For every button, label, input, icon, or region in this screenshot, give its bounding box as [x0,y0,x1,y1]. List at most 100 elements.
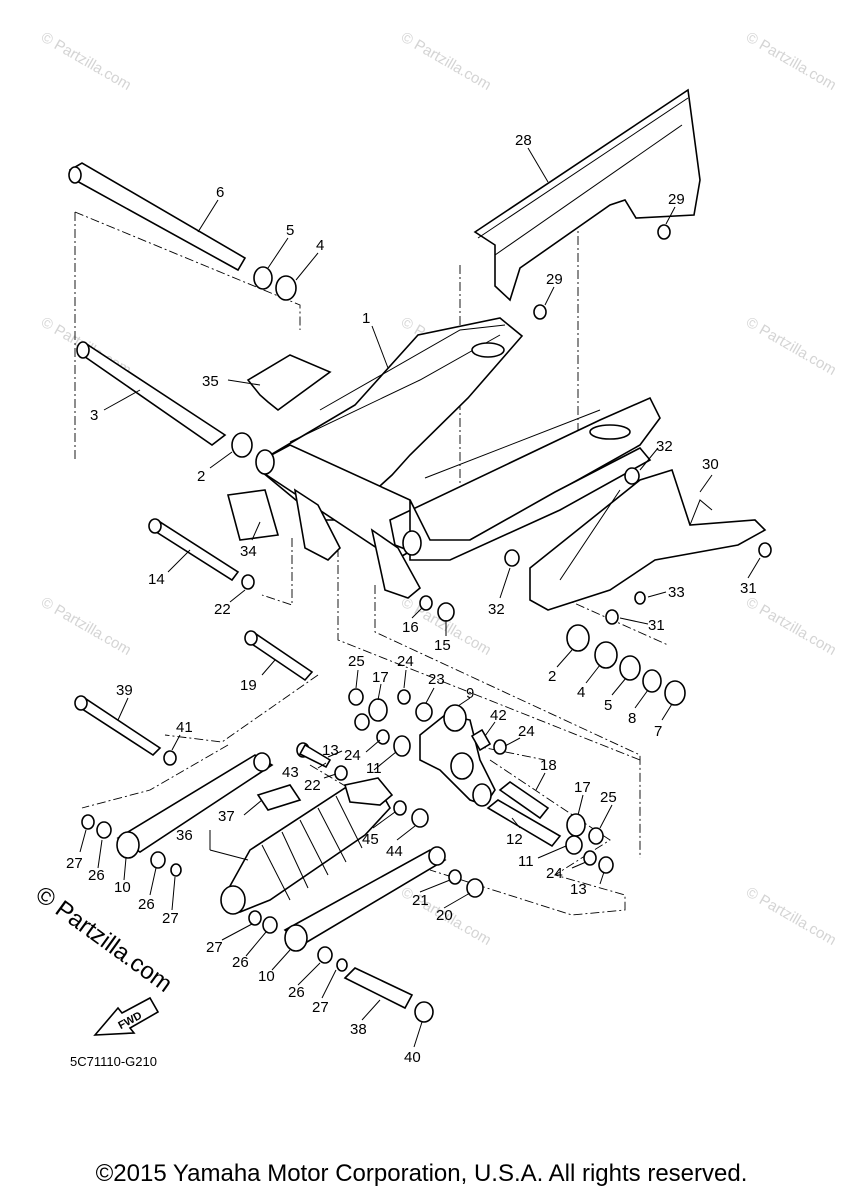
callout-26: 26 [232,954,249,971]
rear-shock-absorber [220,777,394,915]
bolt [657,224,671,240]
callout-11: 11 [518,853,534,870]
callout-15: 15 [434,637,451,654]
collar [226,489,280,541]
washer [619,655,641,681]
callout-31: 31 [740,580,757,597]
callout-5: 5 [604,697,612,714]
leader-lines [79,147,761,1048]
bearing [262,916,278,934]
bearing [393,735,411,757]
bearing [565,835,583,855]
watermark: © Partzilla.com [743,594,839,659]
nut [411,808,429,828]
watermark: © Partzilla.com [743,884,839,949]
callout-18: 18 [540,757,557,774]
callout-32: 32 [656,438,673,455]
callout-36: 36 [176,827,193,844]
spacer-tube [76,344,227,446]
washer [493,739,507,755]
callout-17: 17 [574,779,591,796]
swingarm [255,317,661,599]
washer [448,869,462,885]
washer [419,595,433,611]
washer [241,574,255,590]
bearing [150,851,166,869]
callout-42: 42 [490,707,507,724]
collar [504,549,520,567]
collar [343,967,414,1010]
connecting-rod [116,754,274,853]
chain-case [473,88,701,302]
bearing [566,813,586,837]
collar [368,698,388,722]
nut [664,680,686,706]
callout-7: 7 [654,723,662,740]
callout-25: 25 [600,789,617,806]
collar [624,467,640,485]
callout-34: 34 [240,543,257,560]
callout-10: 10 [114,879,131,896]
callout-labels: 28 29 29 6 5 4 1 35 3 2 32 30 34 14 22 1… [66,132,757,1066]
callout-4: 4 [577,684,585,701]
callout-27: 27 [162,910,179,927]
callout-24: 24 [518,723,535,740]
callout-26: 26 [88,867,105,884]
callout-2: 2 [197,468,205,485]
callout-8: 8 [628,710,636,727]
callout-2: 2 [548,668,556,685]
callout-13: 13 [570,881,587,898]
callout-24: 24 [546,865,563,882]
callout-26: 26 [288,984,305,1001]
callout-39: 39 [116,682,133,699]
collar [486,799,562,848]
bolt [758,542,772,558]
callout-12: 12 [506,831,523,848]
callout-23: 23 [428,671,445,688]
callout-29: 29 [546,271,563,288]
callout-22: 22 [214,601,231,618]
callout-9: 9 [466,685,474,702]
callout-21: 21 [412,892,429,909]
nut [437,602,455,622]
nut [414,1001,434,1023]
collar [470,728,492,752]
protector-plate [246,354,332,412]
bearing [231,432,253,458]
callout-10: 10 [258,968,275,985]
watermark: © Partzilla.com [743,314,839,379]
bolt [74,695,162,757]
callout-43: 43 [282,764,299,781]
watermark: © Partzilla.com [38,29,134,94]
callout-11: 11 [366,760,382,777]
callout-16: 16 [402,619,419,636]
callout-29: 29 [668,191,685,208]
callout-19: 19 [240,677,257,694]
oil-seal [588,827,604,845]
nut [466,878,484,898]
forward-direction-indicator: FWD [93,996,160,1036]
chain-guard [529,469,767,611]
watermark: © Partzilla.com [398,29,494,94]
callout-27: 27 [312,999,329,1016]
callout-31: 31 [648,617,665,634]
watermark-large: © Partzilla.com [30,881,177,998]
washer [163,750,177,766]
bolt [533,304,547,320]
callout-30: 30 [702,456,719,473]
callout-4: 4 [316,237,324,254]
callout-3: 3 [90,407,98,424]
washer [393,800,407,816]
callout-24: 24 [397,653,414,670]
callout-25: 25 [348,653,365,670]
bearing [96,821,112,839]
bearing [415,702,433,722]
bolt [148,518,240,582]
bearing [354,713,370,731]
callout-26: 26 [138,896,155,913]
callout-35: 35 [202,373,219,390]
watermark: © Partzilla.com [743,29,839,94]
watermark: © Partzilla.com [38,594,134,659]
bolt [605,609,619,625]
washer [397,689,411,705]
